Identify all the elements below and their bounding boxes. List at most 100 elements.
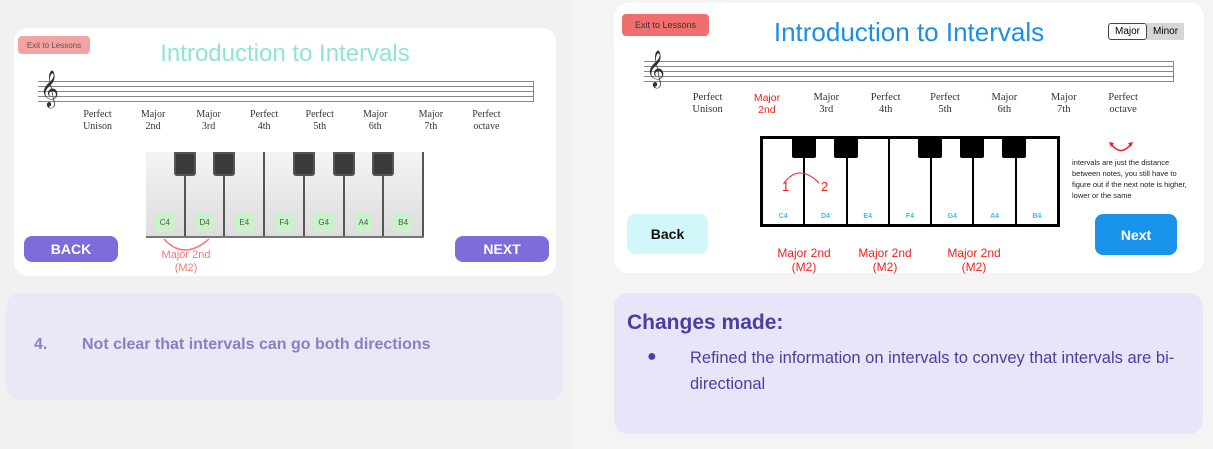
step-2-label: 2 bbox=[821, 179, 829, 194]
interval-degree: 5th bbox=[938, 104, 952, 116]
interval-quality: Perfect bbox=[305, 109, 334, 120]
interval-caption: Major 2nd(M2) bbox=[772, 246, 836, 275]
interval-degree: 7th bbox=[1057, 104, 1071, 116]
piano-black-key[interactable] bbox=[1002, 139, 1026, 158]
piano-black-key[interactable] bbox=[917, 139, 942, 158]
interval-degree: 6th bbox=[368, 120, 382, 132]
piano-black-key[interactable] bbox=[372, 152, 395, 176]
interval-degree: octave bbox=[473, 120, 500, 132]
interval-degree: 2nd bbox=[145, 120, 161, 132]
interval-caption: Major 2nd (M2) bbox=[154, 249, 218, 274]
interval-caption: Major 2nd(M2) bbox=[853, 246, 917, 275]
major-minor-toggle: Major Minor bbox=[1108, 23, 1185, 40]
interval-quality: Major bbox=[196, 109, 221, 120]
interval-degree: 7th bbox=[424, 120, 438, 132]
back-button[interactable]: Back bbox=[627, 214, 708, 254]
changes-heading: Changes made: bbox=[627, 311, 784, 334]
interval-arc bbox=[163, 238, 210, 251]
key-label: E4 bbox=[863, 213, 872, 220]
treble-clef-icon: 𝄞 bbox=[40, 69, 59, 107]
interval-quality: Perfect bbox=[930, 92, 960, 103]
interval-name: Major 2nd bbox=[947, 246, 1001, 260]
interval-name: Major 2nd bbox=[777, 246, 831, 260]
piano-black-key[interactable] bbox=[833, 139, 858, 158]
bullet-icon: ● bbox=[647, 348, 657, 365]
key-label: G4 bbox=[947, 213, 957, 220]
interval-quality: Perfect bbox=[1108, 92, 1138, 103]
key-label: B4 bbox=[394, 213, 413, 232]
interval-degree: Unison bbox=[83, 120, 112, 132]
interval-name: Major 2nd bbox=[858, 246, 912, 260]
interval-degree: octave bbox=[1109, 104, 1137, 116]
interval-quality: Major bbox=[813, 92, 840, 103]
piano-black-key[interactable] bbox=[213, 152, 236, 176]
staff-barline bbox=[1173, 61, 1174, 82]
key-label: A4 bbox=[990, 213, 1000, 220]
interval-quality: Major bbox=[753, 92, 781, 104]
music-staff: 𝄞 bbox=[644, 49, 1174, 87]
interval-quality: Major bbox=[1050, 92, 1077, 103]
interval-quality: Perfect bbox=[83, 109, 112, 120]
key-label: F4 bbox=[275, 213, 293, 232]
page-title: Introduction to Intervals bbox=[160, 40, 410, 67]
interval-degree: Unison bbox=[692, 104, 723, 116]
piano-black-key[interactable] bbox=[960, 139, 984, 158]
interval-degree: 6th bbox=[997, 104, 1012, 116]
key-label: D4 bbox=[195, 213, 214, 232]
piano-keyboard[interactable]: C4 D4 E4 F4 G4 A4 B4 bbox=[760, 136, 1060, 227]
key-label: C4 bbox=[778, 213, 788, 220]
piano-black-key[interactable] bbox=[791, 139, 816, 158]
staff-line bbox=[38, 91, 534, 92]
staff-line bbox=[38, 86, 534, 87]
interval-abbr: (M2) bbox=[961, 260, 987, 275]
music-staff: 𝄞 bbox=[38, 69, 534, 107]
staff-line bbox=[38, 96, 534, 97]
key-label: E4 bbox=[235, 213, 254, 232]
before-screen: Exit to Lessons Introduction to Interval… bbox=[14, 28, 556, 276]
key-label: B4 bbox=[1032, 213, 1042, 220]
next-button[interactable]: NEXT bbox=[455, 236, 549, 262]
exit-to-lessons-button[interactable]: Exit to Lessons bbox=[18, 36, 90, 54]
exit-to-lessons-button[interactable]: Exit to Lessons bbox=[622, 14, 709, 36]
key-label: A4 bbox=[354, 213, 373, 232]
piano-black-key[interactable] bbox=[173, 152, 196, 176]
issue-text: Not clear that intervals can go both dir… bbox=[82, 336, 431, 353]
key-label: D4 bbox=[820, 213, 830, 220]
staff-line bbox=[644, 66, 1174, 67]
interval-quality: Perfect bbox=[870, 92, 901, 103]
interval-abbr: (M2) bbox=[791, 260, 817, 275]
piano-black-key[interactable] bbox=[292, 152, 315, 176]
staff-line bbox=[644, 81, 1174, 82]
changes-note: Changes made: ● Refined the information … bbox=[614, 293, 1203, 434]
staff-line bbox=[644, 71, 1174, 72]
piano-key-c4[interactable]: C4 bbox=[146, 152, 186, 236]
back-button[interactable]: BACK bbox=[24, 236, 118, 262]
interval-degree: 4th bbox=[878, 104, 893, 116]
interval-degree: 4th bbox=[257, 120, 271, 132]
key-label: F4 bbox=[905, 213, 915, 220]
treble-clef-icon: 𝄞 bbox=[646, 49, 665, 87]
interval-caption: Major 2nd(M2) bbox=[942, 246, 1006, 275]
toggle-major[interactable]: Major bbox=[1108, 23, 1148, 40]
interval-quality: Major bbox=[363, 109, 388, 120]
change-item: Refined the information on intervals to … bbox=[690, 349, 1175, 393]
next-button[interactable]: Next bbox=[1095, 214, 1177, 255]
issue-number: 4. bbox=[34, 336, 48, 353]
staff-line bbox=[38, 81, 534, 82]
staff-line bbox=[644, 61, 1174, 62]
interval-degree: 3rd bbox=[201, 120, 216, 132]
piano-black-key[interactable] bbox=[332, 152, 355, 176]
toggle-minor[interactable]: Minor bbox=[1147, 23, 1185, 40]
